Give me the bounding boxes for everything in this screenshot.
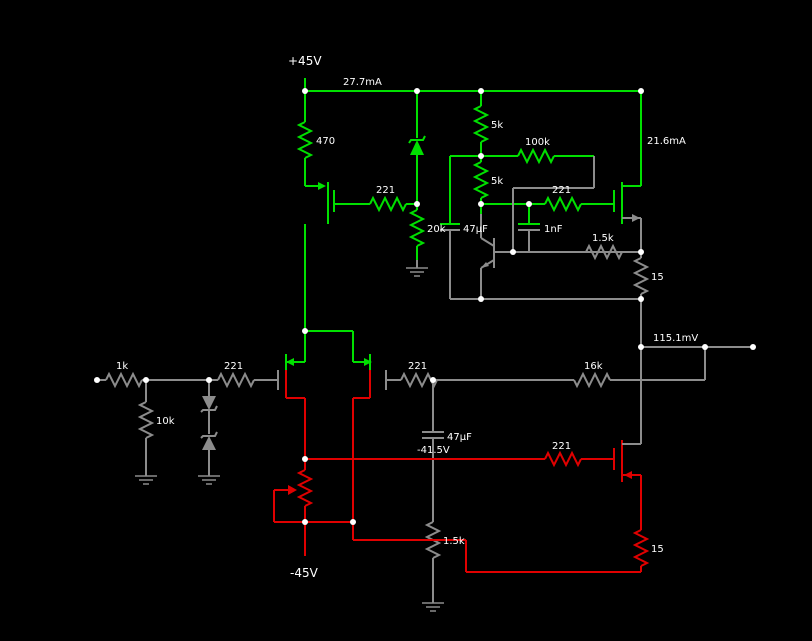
r-5k-b-label: 5k — [491, 176, 503, 187]
r-15-a-label: 15 — [651, 272, 664, 283]
r-1k-label: 1k — [116, 361, 128, 372]
r-221-c-label: 221 — [224, 361, 243, 372]
output-voltage-label: 115.1mV — [653, 333, 698, 344]
r-16k-label: 16k — [584, 361, 603, 372]
vplus-label: +45V — [288, 54, 322, 68]
current-top-label: 27.7mA — [343, 77, 382, 88]
c-47u-a-label: 47µF — [463, 224, 488, 235]
r-15-b-label: 15 — [651, 544, 664, 555]
r-470-label: 470 — [316, 136, 335, 147]
r-1k5-b-label: 1.5k — [443, 536, 465, 547]
r-221-d-label: 221 — [408, 361, 427, 372]
r-221-b-label: 221 — [552, 185, 571, 196]
c-47u-b-label: 47µF — [447, 432, 472, 443]
c-1n-label: 1nF — [544, 224, 563, 235]
r-20k-label: 20k — [427, 224, 446, 235]
junction-dots — [94, 88, 756, 525]
r-1k5-a-label: 1.5k — [592, 233, 614, 244]
node-voltage-label: -41.5V — [417, 445, 450, 456]
r-100k-label: 100k — [525, 137, 550, 148]
vminus-label: -45V — [290, 566, 319, 580]
negative-wiring — [273, 370, 650, 573]
r-221-e-label: 221 — [552, 441, 571, 452]
r-10k-label: 10k — [156, 416, 175, 427]
r-221-a-label: 221 — [376, 185, 395, 196]
positive-supply-rail — [286, 78, 642, 366]
idle-wiring — [97, 156, 753, 612]
r-5k-a-label: 5k — [491, 120, 503, 131]
current-right-label: 21.6mA — [647, 136, 686, 147]
